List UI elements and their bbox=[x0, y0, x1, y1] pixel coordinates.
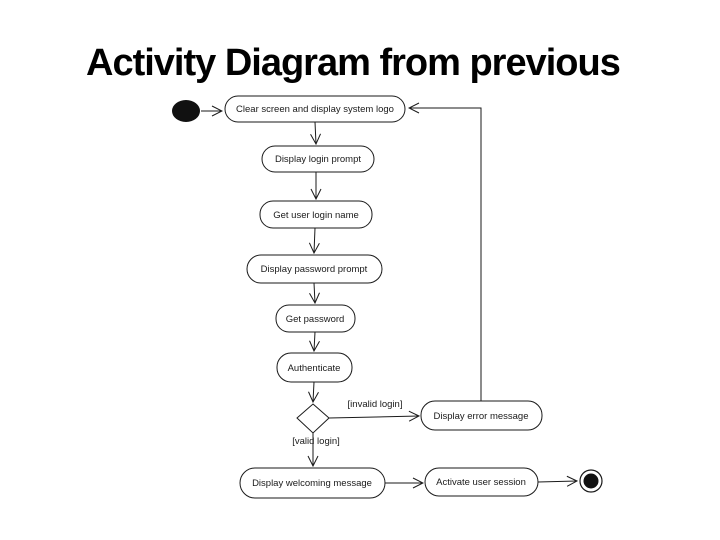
edge-display-password-prompt-to-get-password bbox=[314, 282, 315, 303]
activity-clear-screen-label: Clear screen and display system logo bbox=[236, 104, 394, 115]
guard-invalid-login: [invalid login] bbox=[348, 399, 403, 410]
activity-display-password-prompt-label: Display password prompt bbox=[261, 264, 368, 275]
slide-title: Activity Diagram from previous bbox=[86, 42, 621, 84]
guard-valid-login: [valid login] bbox=[292, 436, 340, 447]
edge-activate-user-session-to-end bbox=[537, 481, 577, 482]
activity-display-login-prompt: Display login prompt bbox=[261, 145, 375, 173]
activity-get-password-label: Get password bbox=[286, 314, 345, 325]
activity-display-password-prompt: Display password prompt bbox=[246, 254, 383, 284]
activity-display-error-message: Display error message bbox=[420, 400, 543, 431]
activity-get-user-login-name-label: Get user login name bbox=[273, 210, 359, 221]
activity-display-welcoming-message: Display welcoming message bbox=[239, 467, 386, 499]
activity-activate-user-session: Activate user session bbox=[424, 467, 539, 497]
activity-clear-screen: Clear screen and display system logo bbox=[224, 95, 406, 123]
activity-authenticate: Authenticate bbox=[276, 352, 353, 383]
activity-activate-user-session-label: Activate user session bbox=[436, 477, 526, 488]
edge-decision-to-display-error-message bbox=[328, 416, 419, 418]
edge-get-user-login-name-to-display-password-prompt bbox=[314, 227, 315, 253]
activity-get-user-login-name: Get user login name bbox=[259, 200, 373, 229]
activity-get-password: Get password bbox=[275, 304, 356, 333]
edge-clear-screen-to-display-login-prompt bbox=[315, 121, 316, 144]
activity-display-error-message-label: Display error message bbox=[433, 411, 528, 422]
decision-login-valid bbox=[296, 403, 330, 434]
activity-display-welcoming-message-label: Display welcoming message bbox=[252, 478, 372, 489]
end-node bbox=[579, 469, 603, 493]
start-node bbox=[172, 100, 200, 122]
activity-display-login-prompt-label: Display login prompt bbox=[275, 154, 361, 165]
edge-authenticate-to-decision bbox=[313, 381, 314, 402]
edge-display-error-message-to-clear-screen bbox=[409, 108, 482, 401]
edge-get-password-to-authenticate bbox=[314, 331, 315, 351]
activity-authenticate-label: Authenticate bbox=[288, 363, 341, 374]
